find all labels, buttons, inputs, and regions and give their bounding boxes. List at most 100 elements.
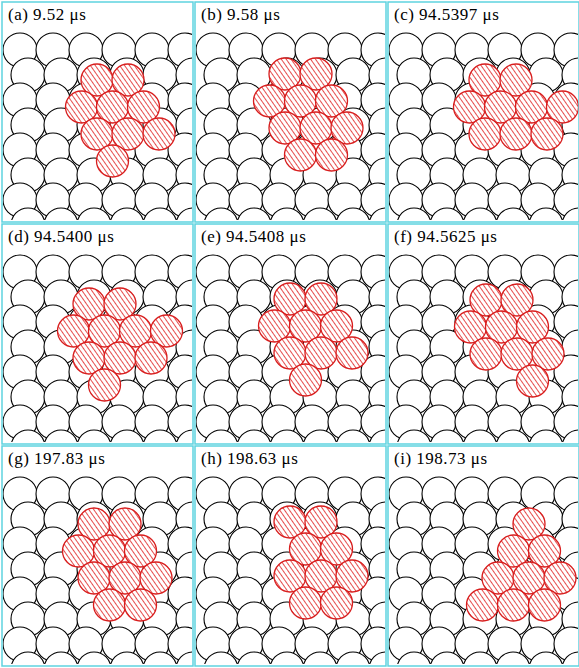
- substrate-atom: [562, 652, 578, 664]
- substrate-atom: [496, 430, 530, 442]
- substrate-atom: [237, 652, 271, 664]
- substrate-atom: [143, 430, 177, 442]
- panel: [2, 446, 259, 668]
- substrate-atom: [369, 430, 385, 442]
- substrate-atom: [204, 430, 238, 442]
- adatom: [290, 364, 322, 396]
- panel-label: (f) 94.5625 μs: [391, 227, 500, 247]
- substrate-atom: [77, 430, 111, 442]
- adatom: [89, 369, 121, 401]
- panel-border: [195, 446, 386, 666]
- substrate-atom: [77, 208, 111, 220]
- substrate-atom: [143, 208, 177, 220]
- substrate-atom: [270, 652, 304, 664]
- panel-label: (i) 198.73 μs: [391, 449, 491, 469]
- substrate-atom: [336, 430, 370, 442]
- substrate-atom: [336, 652, 370, 664]
- substrate-atom: [529, 430, 563, 442]
- panel-border: [388, 446, 579, 666]
- substrate: [389, 255, 578, 442]
- panel-label: (d) 94.5400 μs: [5, 227, 117, 247]
- adatom: [97, 145, 129, 177]
- panel-border: [2, 224, 193, 444]
- adatom: [470, 338, 502, 370]
- adatom: [336, 337, 368, 369]
- substrate-atom: [204, 652, 238, 664]
- substrate-atom: [303, 280, 337, 314]
- substrate-atom: [430, 430, 464, 442]
- panel-label: (a) 9.52 μs: [5, 5, 89, 25]
- substrate-atom: [44, 430, 78, 442]
- substrate-atom: [529, 208, 563, 220]
- substrate-atom: [430, 208, 464, 220]
- substrate-atom: [562, 430, 578, 442]
- substrate-atom: [176, 652, 192, 664]
- substrate-atom: [463, 652, 497, 664]
- panel: [388, 446, 579, 668]
- adatom: [290, 587, 322, 619]
- panel-border: [195, 2, 386, 222]
- substrate: [3, 33, 192, 220]
- adatom: [500, 118, 532, 150]
- substrate-atom: [44, 652, 78, 664]
- panel-border: [2, 2, 193, 222]
- substrate: [196, 33, 385, 220]
- panel-label: (g) 197.83 μs: [5, 449, 108, 469]
- substrate-atom: [204, 208, 238, 220]
- substrate-atom: [237, 430, 271, 442]
- panel-border: [2, 446, 193, 666]
- panel-border: [195, 224, 386, 444]
- substrate-atom: [397, 430, 431, 442]
- panel: [195, 2, 452, 254]
- panel-border: [388, 224, 579, 444]
- substrate: [3, 255, 192, 442]
- substrate-atom: [11, 208, 45, 220]
- substrate-atom: [11, 652, 45, 664]
- substrate-atom: [463, 430, 497, 442]
- adatom: [125, 589, 157, 621]
- substrate-atom: [11, 430, 45, 442]
- panel-border: [388, 2, 579, 222]
- substrate-atom: [237, 208, 271, 220]
- adatom: [143, 118, 175, 150]
- substrate-atom: [496, 652, 530, 664]
- adatom: [469, 118, 501, 150]
- substrate-atom: [303, 208, 337, 220]
- substrate-atom: [176, 208, 192, 220]
- substrate-atom: [303, 430, 337, 442]
- substrate: [389, 33, 578, 220]
- adatom: [316, 139, 348, 171]
- substrate-atom: [44, 208, 78, 220]
- substrate-atom: [110, 652, 144, 664]
- panel-label: (h) 198.63 μs: [198, 449, 301, 469]
- adatom: [321, 587, 353, 619]
- adatom: [285, 139, 317, 171]
- substrate-atom: [336, 208, 370, 220]
- substrate-atom: [303, 652, 337, 664]
- substrate-atom: [176, 430, 192, 442]
- panel-label: (b) 9.58 μs: [198, 5, 283, 25]
- adatom: [531, 118, 563, 150]
- substrate-atom: [369, 208, 385, 220]
- substrate: [389, 477, 578, 664]
- substrate-atom: [562, 208, 578, 220]
- substrate-atom: [270, 430, 304, 442]
- substrate: [196, 477, 385, 664]
- adatom: [467, 589, 499, 621]
- panel-label: (e) 94.5408 μs: [198, 227, 309, 247]
- substrate-atom: [110, 430, 144, 442]
- substrate-atom: [77, 652, 111, 664]
- substrate: [196, 255, 385, 442]
- substrate-atom: [529, 652, 563, 664]
- adatom: [498, 589, 530, 621]
- substrate-atom: [110, 208, 144, 220]
- substrate-atom: [397, 208, 431, 220]
- panel: [195, 224, 452, 476]
- adatom: [135, 342, 167, 374]
- substrate-atom: [270, 208, 304, 220]
- substrate-atom: [397, 652, 431, 664]
- substrate-atom: [369, 652, 385, 664]
- panel: [388, 2, 579, 254]
